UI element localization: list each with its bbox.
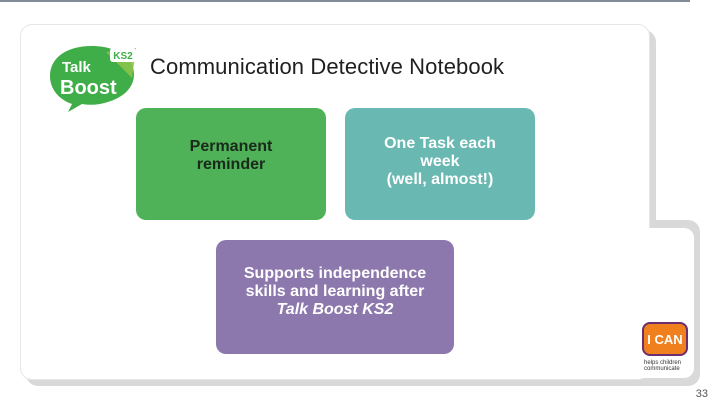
permanent-reminder-box: Permanent reminder	[136, 108, 326, 220]
task-line3: (well, almost!)	[386, 171, 494, 188]
logo-word-boost: Boost	[60, 77, 117, 99]
page-number: 33	[695, 388, 708, 400]
ks2-badge: KS2	[113, 51, 133, 62]
permanent-line1: Permanent	[189, 138, 273, 155]
logo-word-talk: Talk	[62, 59, 92, 76]
ican-logo: I CAN helps children communicate	[642, 322, 690, 374]
supports-independence-box: Supports independence skills and learnin…	[216, 240, 454, 354]
supports-line2: skills and learning after	[245, 283, 425, 300]
speech-bubble-icon	[50, 46, 134, 112]
permanent-line2: reminder	[196, 156, 266, 173]
one-task-box: One Task each week (well, almost!)	[345, 108, 535, 220]
ican-tagline: helps children communicate	[644, 360, 682, 372]
talk-boost-logo: KS2 Talk Boost	[50, 46, 136, 112]
supports-line1: Supports independence	[243, 265, 427, 282]
task-line2: week	[420, 153, 460, 170]
top-divider	[0, 0, 690, 2]
ican-badge: I CAN	[642, 322, 688, 356]
task-line1: One Task each	[384, 135, 496, 152]
supports-line3: Talk Boost KS2	[276, 301, 394, 318]
slide-title: Communication Detective Notebook	[150, 54, 505, 79]
